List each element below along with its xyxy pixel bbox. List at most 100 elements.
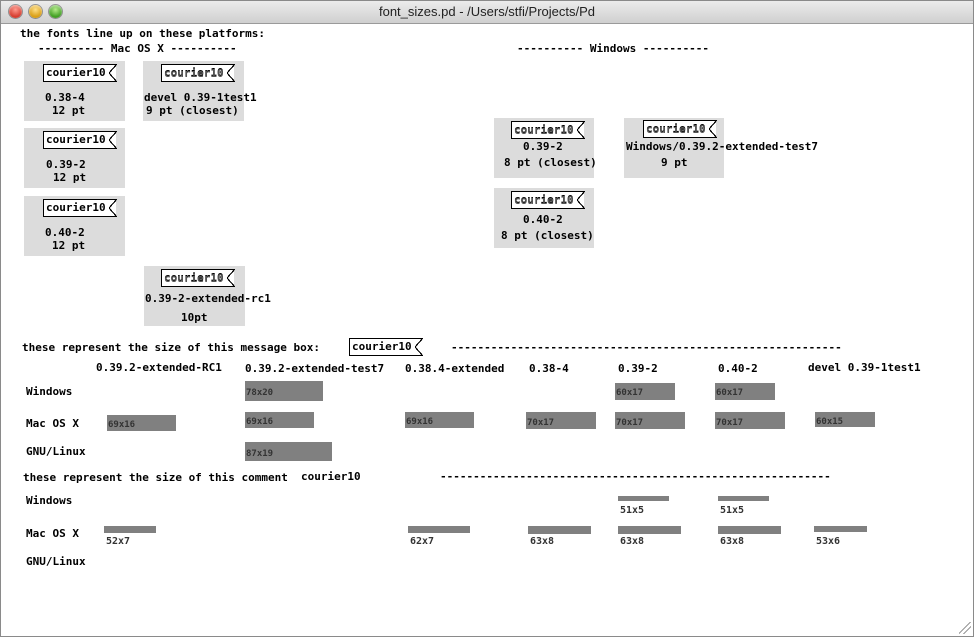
mac-ext-version: 0.39-2-extended-rc1 — [145, 292, 271, 305]
mac-040-size: 12 pt — [52, 239, 86, 252]
mac-039-size: 12 pt — [53, 171, 87, 184]
comment-size-label: 62x7 — [410, 536, 435, 547]
row-label-macos: Mac OS X — [26, 417, 79, 430]
resize-grip[interactable] — [959, 622, 971, 634]
size-bar-label: 70x17 — [716, 418, 744, 428]
patch-canvas[interactable]: the fonts line up on these platforms: --… — [1, 24, 973, 636]
comment-size-label: 51x5 — [620, 505, 645, 516]
mac-devel-size: 9 pt (closest) — [146, 104, 239, 117]
mac-040-version: 0.40-2 — [45, 226, 85, 239]
comment-size-label: 63x8 — [620, 536, 645, 547]
mac-devel-version: devel 0.39-1test1 — [144, 91, 257, 104]
mac-ext-label: courier10 — [164, 271, 224, 284]
mac-ext-ghost-label: courier10 — [164, 272, 224, 285]
message-section-dashes: ----------------------------------------… — [451, 341, 842, 354]
comment-size-label: 51x5 — [720, 505, 745, 516]
mac-039-message-box[interactable]: courier10 — [43, 131, 117, 149]
size-bar-label: 69x16 — [246, 417, 274, 427]
intro-comment: the fonts line up on these platforms: — [20, 27, 266, 40]
mac-038-version: 0.38-4 — [45, 91, 85, 104]
win-039-label: courier10 — [514, 123, 574, 136]
mac-040-message-box[interactable]: courier10 — [43, 199, 117, 217]
window-title: font_sizes.pd - /Users/stfi/Projects/Pd — [378, 4, 596, 19]
zoom-window-button[interactable] — [49, 5, 62, 18]
size-bar: 69x16 — [107, 415, 176, 431]
comment-section-dashes: ----------------------------------------… — [440, 470, 831, 483]
mac-039-version: 0.39-2 — [46, 158, 86, 171]
comment-size-intro: these represent the size of this comment — [23, 471, 288, 484]
comment-size-bar — [618, 526, 681, 534]
close-window-button[interactable] — [9, 5, 22, 18]
size-bar: 60x17 — [715, 383, 775, 400]
column-header: 0.39.2-extended-RC1 — [96, 361, 222, 374]
size-bar-label: 60x17 — [616, 388, 644, 398]
size-bar: 70x17 — [615, 412, 685, 429]
win-039-version: 0.39-2 — [523, 140, 563, 153]
size-bar-label: 70x17 — [527, 418, 555, 428]
size-bar-label: 69x16 — [108, 420, 136, 430]
row-label-macos: Mac OS X — [26, 527, 79, 540]
comment-size-bar — [104, 526, 156, 533]
comment-size-bar — [814, 526, 867, 532]
minimize-window-button[interactable] — [29, 5, 42, 18]
row-label-linux: GNU/Linux — [26, 555, 86, 568]
win-ext-label: courier10 — [646, 122, 706, 135]
mac-ext-size: 10pt — [181, 311, 208, 324]
win-ext-version: Windows/0.39.2-extended-test7 — [626, 140, 819, 153]
size-bar-label: 60x15 — [816, 417, 844, 427]
row-label-windows: Windows — [26, 385, 73, 398]
reference-comment[interactable]: courier10 — [301, 470, 361, 483]
column-header: devel 0.39-1test1 — [808, 361, 921, 374]
win-039-size: 8 pt (closest) — [504, 156, 597, 169]
comment-size-bar — [618, 496, 669, 501]
size-bar: 60x17 — [615, 383, 675, 400]
message-size-intro: these represent the size of this message… — [22, 341, 321, 354]
column-header: 0.38-4 — [529, 362, 569, 375]
mac-038-message-box[interactable]: courier10 — [43, 64, 117, 82]
comment-size-bar — [408, 526, 470, 533]
win-039-ghost-label: courier10 — [514, 124, 574, 137]
size-bar: 78x20 — [245, 381, 323, 401]
comment-size-label: 52x7 — [106, 536, 131, 547]
comment-size-label: 53x6 — [816, 536, 841, 547]
win-040-version: 0.40-2 — [523, 213, 563, 226]
reference-message-box[interactable]: courier10 — [349, 338, 423, 356]
row-label-windows: Windows — [26, 494, 73, 507]
comment-size-bar — [718, 496, 769, 501]
column-header: 0.39-2 — [618, 362, 658, 375]
mac-devel-label: courier10 — [164, 66, 224, 79]
size-bar-label: 70x17 — [616, 418, 644, 428]
win-040-size: 8 pt (closest) — [501, 229, 594, 242]
comment-size-label: 63x8 — [720, 536, 745, 547]
size-bar: 60x15 — [815, 412, 875, 427]
size-bar: 70x17 — [715, 412, 785, 429]
size-bar-label: 78x20 — [246, 388, 274, 398]
comment-size-bar — [718, 526, 781, 534]
column-header: 0.39.2-extended-test7 — [245, 362, 385, 375]
size-bar: 70x17 — [526, 412, 596, 429]
comment-size-bar — [528, 526, 591, 534]
win-040-ghost-label: courier10 — [514, 194, 574, 207]
size-bar: 87x19 — [245, 442, 332, 461]
win-ext-ghost-label: courier10 — [646, 123, 706, 136]
size-bar-label: 87x19 — [246, 449, 274, 459]
mac-038-size: 12 pt — [52, 104, 86, 117]
size-bar: 69x16 — [245, 412, 314, 428]
size-bar-label: 60x17 — [716, 388, 744, 398]
win-040-label: courier10 — [514, 193, 574, 206]
win-ext-size: 9 pt — [661, 156, 688, 169]
row-label-linux: GNU/Linux — [26, 445, 86, 458]
macos-header: ---------- Mac OS X ---------- — [38, 42, 237, 55]
mac-devel-ghost-label: courier10 — [164, 67, 224, 80]
size-bar: 69x16 — [405, 412, 474, 428]
title-bar[interactable]: font_sizes.pd - /Users/stfi/Projects/Pd — [1, 1, 973, 24]
comment-size-label: 63x8 — [530, 536, 555, 547]
size-bar-label: 69x16 — [406, 417, 434, 427]
column-header: 0.40-2 — [718, 362, 758, 375]
